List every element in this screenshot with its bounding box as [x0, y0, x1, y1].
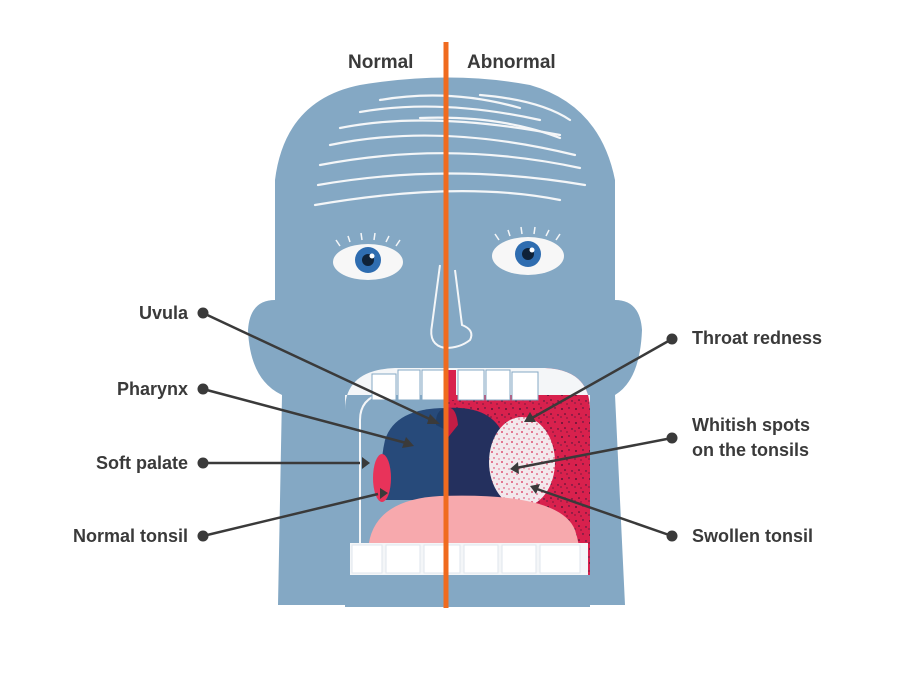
- lower-teeth: [350, 543, 588, 575]
- label-soft-palate: Soft palate: [95, 453, 188, 473]
- label-swollen-tonsil: Swollen tonsil: [692, 526, 814, 546]
- label-whitish-spots: Whitish spots on the tonsils: [692, 415, 810, 460]
- normal-tonsil-shape: [373, 454, 391, 502]
- left-eye: [333, 232, 403, 280]
- leader-lines: [197, 307, 678, 542]
- label-throat-redness: Throat redness: [692, 328, 823, 348]
- upper-teeth: [345, 368, 590, 410]
- label-pharynx: Pharynx: [116, 379, 188, 399]
- pharynx-shape: [381, 408, 446, 500]
- normal-header: Normal: [348, 52, 414, 73]
- right-eye: [492, 226, 564, 275]
- label-normal-tonsil: Normal tonsil: [72, 526, 188, 546]
- nose: [430, 264, 473, 350]
- label-uvula: Uvula: [138, 303, 188, 323]
- abnormal-header: Abnormal: [467, 52, 556, 73]
